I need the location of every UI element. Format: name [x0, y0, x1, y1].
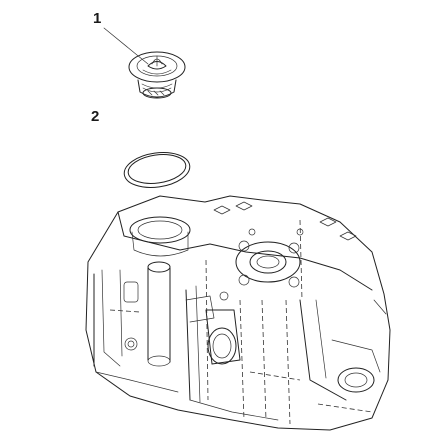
callout-number-2: 2: [91, 108, 100, 125]
cylinder-head-housing: [85, 195, 391, 431]
seal-ring-part: [123, 152, 191, 188]
thermostat-part: [128, 51, 186, 99]
callout-number-1: 1: [93, 10, 102, 27]
callout-1-leader-line: [103, 27, 149, 65]
